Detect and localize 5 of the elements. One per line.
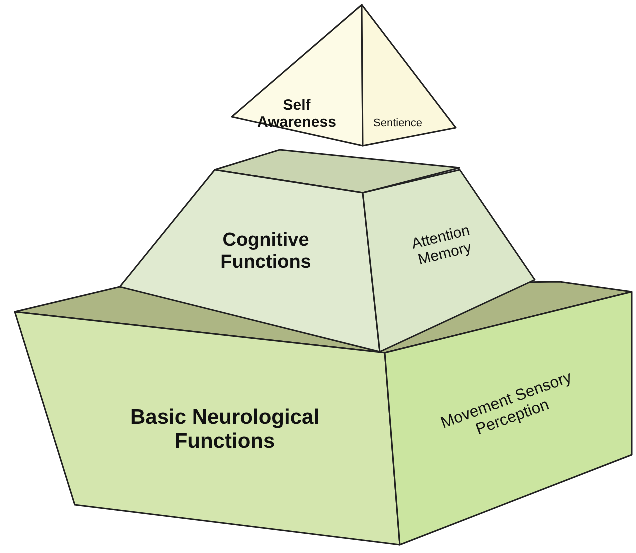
tier-label: Self Awareness [257,96,337,132]
tier-label: Attention Memory [409,221,474,272]
tier-label: Basic Neurological Functions [129,406,321,454]
tier-label: Cognitive Functions [220,230,312,274]
tier-label: Sentience [372,118,424,130]
